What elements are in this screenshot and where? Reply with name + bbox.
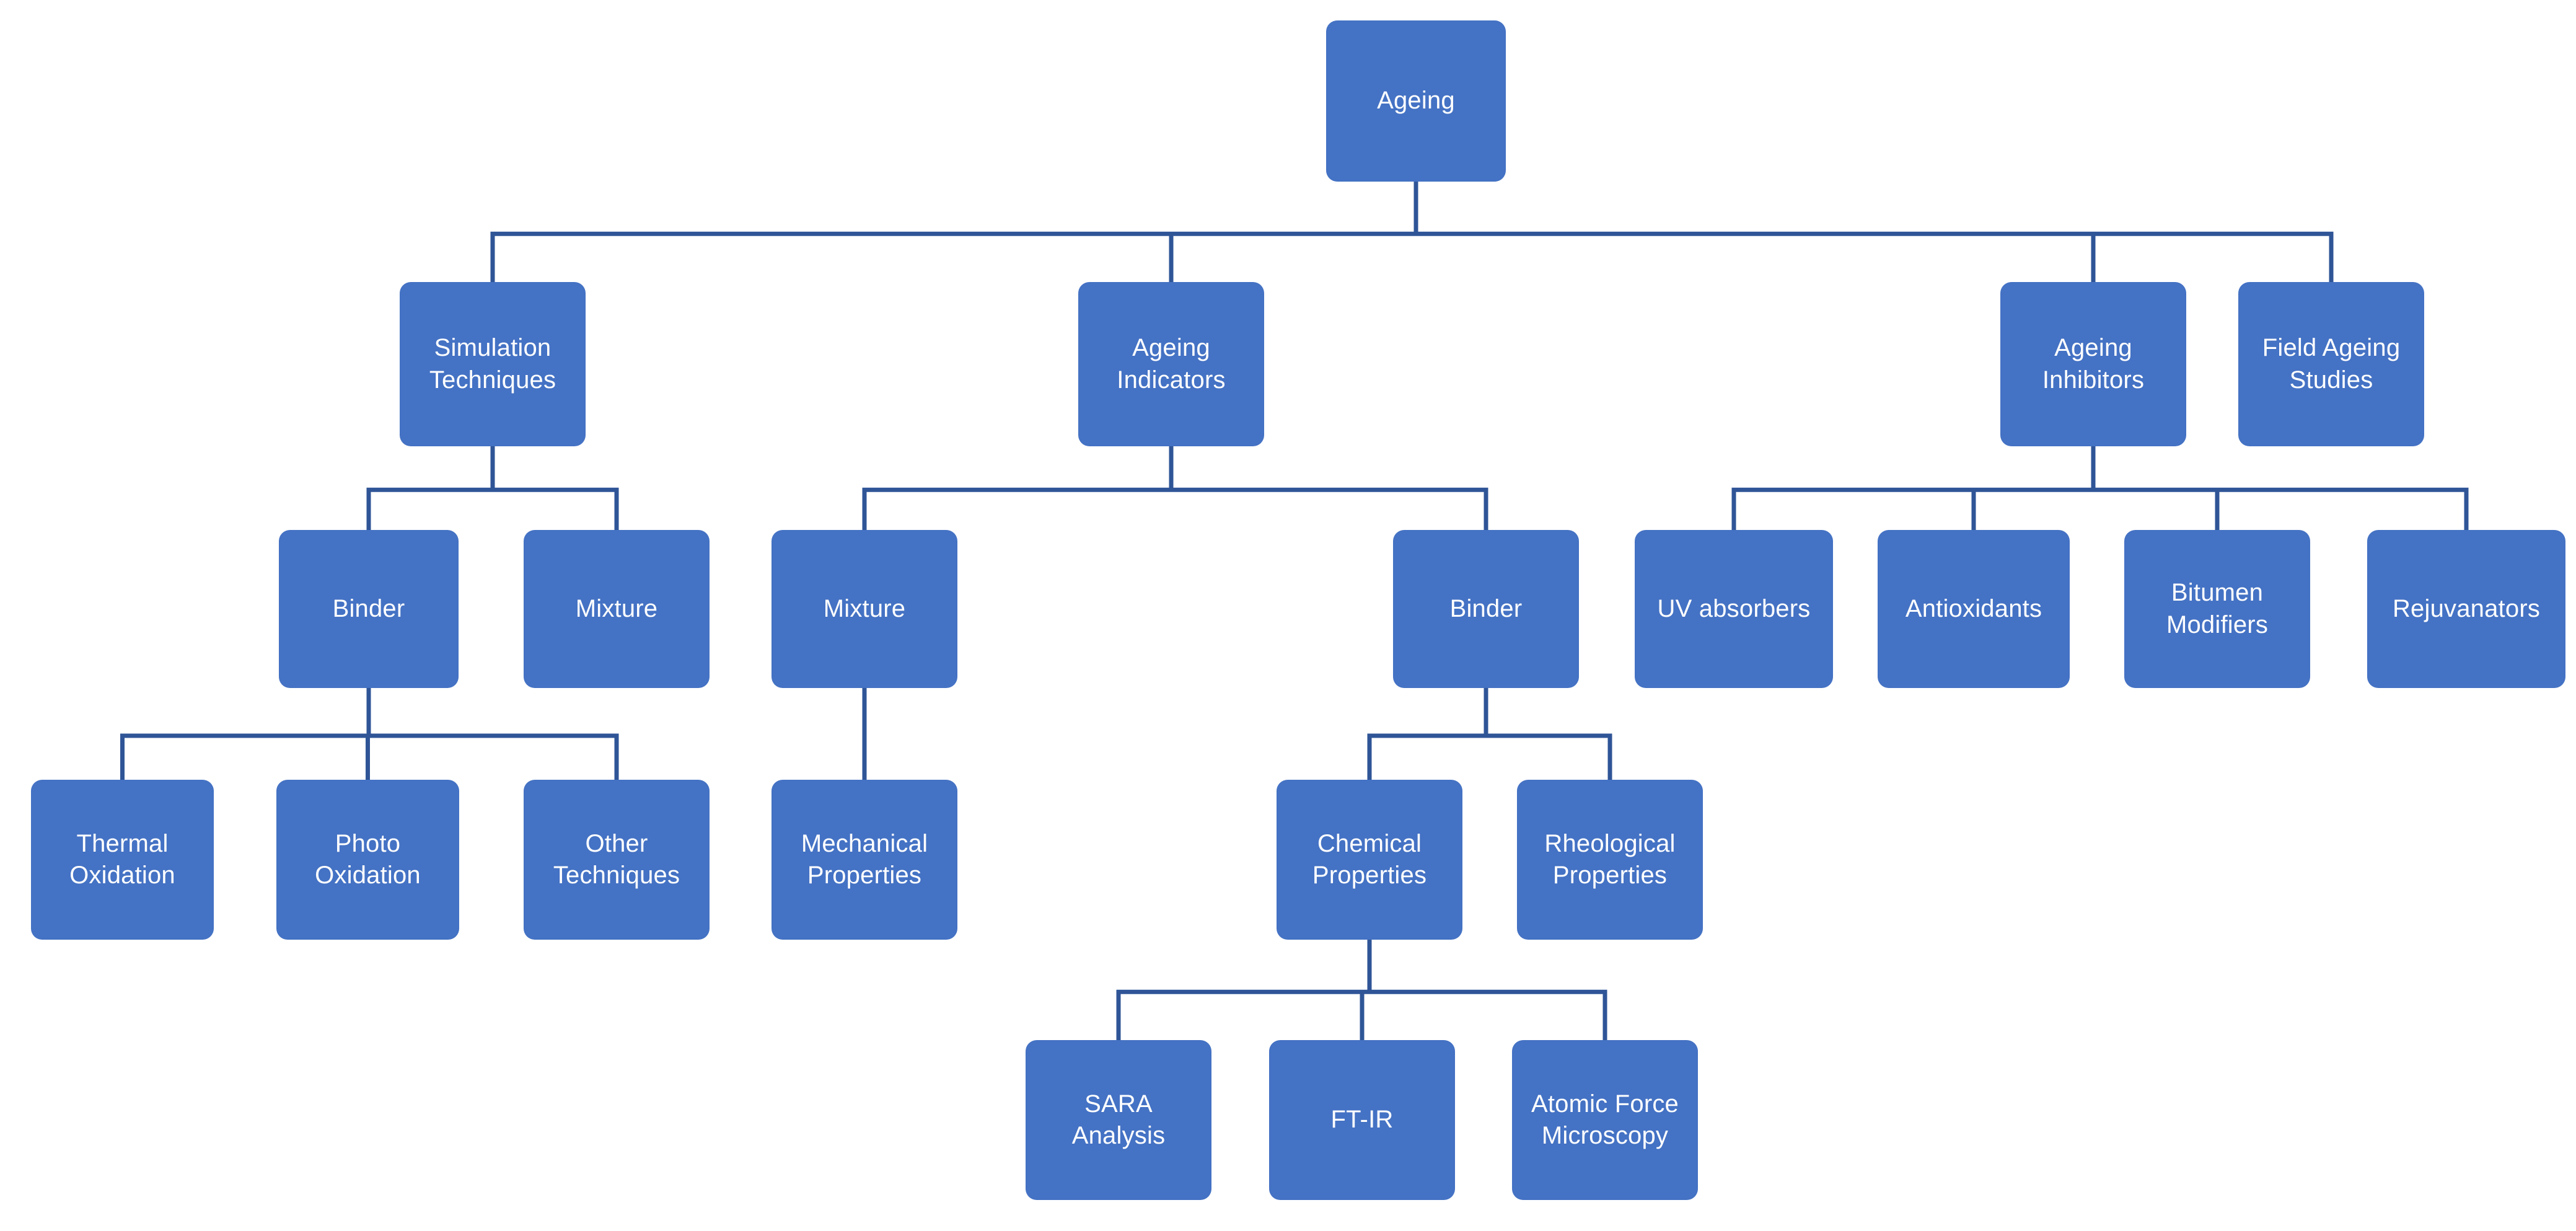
node-label: Rejuvanators [2392,594,2541,622]
node-label: Simulation Techniques [429,334,556,394]
node-other-techniques[interactable]: Other Techniques [524,780,710,940]
node-ageing-inhibitors[interactable]: Ageing Inhibitors [2000,282,2186,446]
node-bitumen-modifiers[interactable]: Bitumen Modifiers [2124,530,2310,688]
node-ageing-indicators[interactable]: Ageing Indicators [1078,282,1264,446]
node-chemical-properties[interactable]: Chemical Properties [1277,780,1462,940]
node-label: Mixture [823,594,906,622]
node-label: Ageing Inhibitors [2042,334,2145,394]
node-label: Field Ageing Studies [2262,334,2401,394]
node-label: Antioxidants [1905,594,2042,622]
node-ageing[interactable]: Ageing [1326,20,1506,182]
node-thermal-oxidation[interactable]: Thermal Oxidation [31,780,214,940]
node-photo-oxidation[interactable]: Photo Oxidation [276,780,459,940]
node-mechanical-properties[interactable]: Mechanical Properties [771,780,957,940]
node-atomic-force-microscopy[interactable]: Atomic Force Microscopy [1512,1040,1698,1200]
node-ind-mixture[interactable]: Mixture [771,530,957,688]
node-sim-mixture[interactable]: Mixture [524,530,710,688]
node-rejuvanators[interactable]: Rejuvanators [2367,530,2565,688]
node-label: Rheological Properties [1544,829,1676,889]
node-ft-ir[interactable]: FT-IR [1269,1040,1455,1200]
node-label: Mechanical Properties [801,829,928,889]
node-label: UV absorbers [1657,594,1811,622]
node-label: Chemical Properties [1312,829,1427,889]
node-label: Binder [332,594,405,622]
node-label: Other Techniques [553,829,680,889]
node-ind-binder[interactable]: Binder [1393,530,1579,688]
node-rheological-properties[interactable]: Rheological Properties [1517,780,1703,940]
node-label: SARA Analysis [1071,1090,1166,1149]
node-label: Ageing Indicators [1117,334,1226,394]
node-label: Thermal Oxidation [69,829,175,889]
node-field-ageing-studies[interactable]: Field Ageing Studies [2238,282,2424,446]
node-label: Bitumen Modifiers [2166,579,2269,638]
node-label: Photo Oxidation [315,829,421,889]
node-label: FT-IR [1330,1106,1394,1134]
node-label: Ageing [1377,87,1455,115]
node-sim-binder[interactable]: Binder [279,530,459,688]
node-sara-analysis[interactable]: SARA Analysis [1026,1040,1211,1200]
node-label: Atomic Force Microscopy [1531,1090,1679,1149]
node-simulation-techniques[interactable]: Simulation Techniques [400,282,586,446]
node-uv-absorbers[interactable]: UV absorbers [1635,530,1833,688]
node-antioxidants[interactable]: Antioxidants [1878,530,2070,688]
node-label: Binder [1449,594,1523,622]
node-label: Mixture [575,594,658,622]
